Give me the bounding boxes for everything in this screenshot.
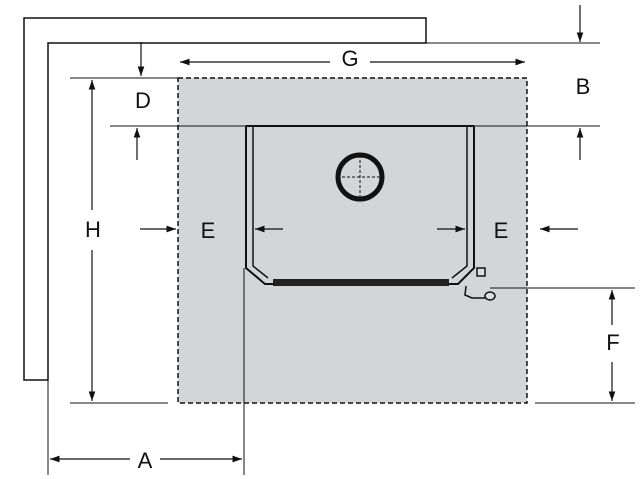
extension-lines (47, 42, 635, 475)
label-a: A (138, 448, 153, 473)
label-e-left: E (201, 218, 216, 243)
label-b: B (576, 74, 591, 99)
label-g: G (341, 46, 358, 71)
label-h: H (85, 217, 101, 242)
clearance-area (177, 77, 528, 404)
valve-icon (476, 267, 486, 277)
label-f: F (606, 330, 619, 355)
dimension-arrows (50, 5, 616, 463)
heating-element (273, 279, 449, 286)
label-d: D (135, 88, 151, 113)
label-e-right: E (494, 218, 509, 243)
heater-unit (245, 125, 496, 301)
connector-icon (484, 291, 496, 301)
